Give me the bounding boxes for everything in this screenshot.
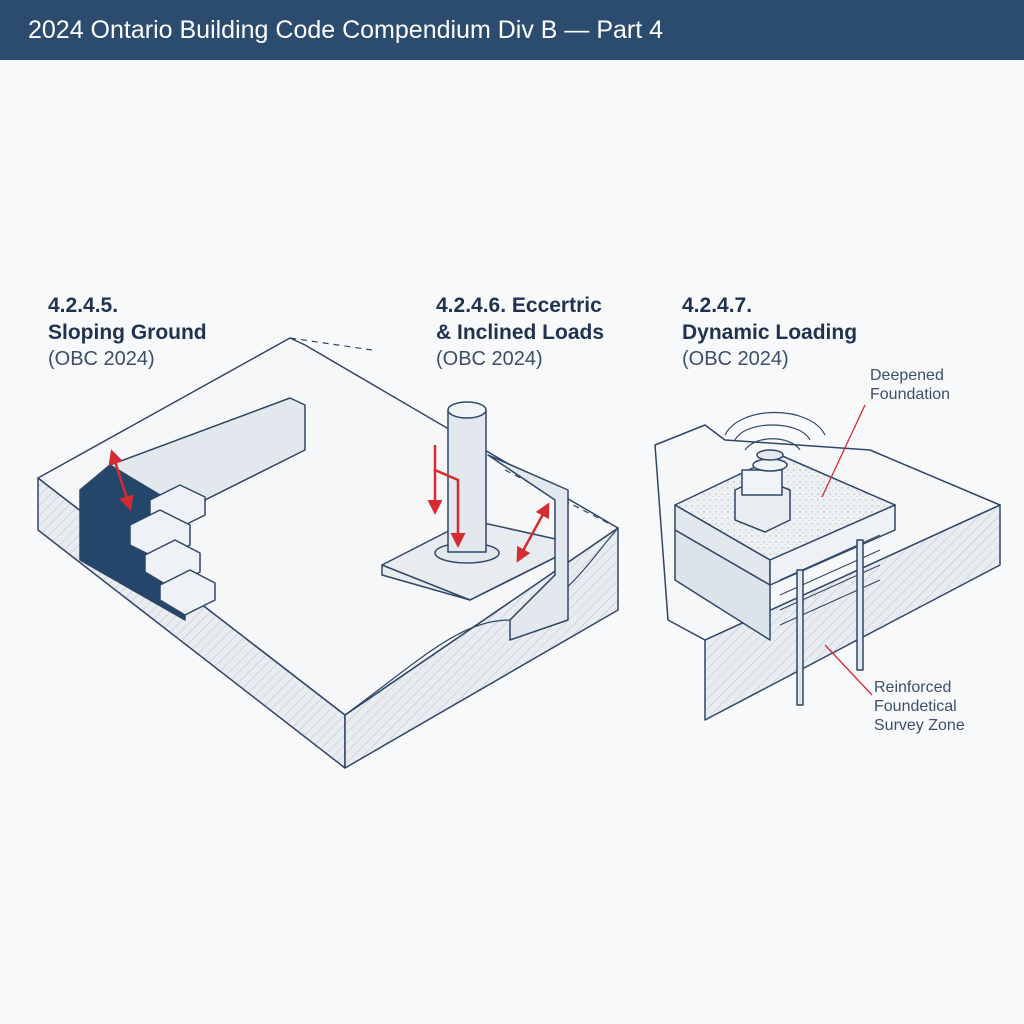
callout-reinforced-zone: Reinforced Foundetical Survey Zone [874,678,965,735]
section-subtitle: (OBC 2024) [682,348,789,370]
callout-line: Foundetical [874,698,957,715]
callout-line: Survey Zone [874,717,965,734]
section-label-sloping-ground: 4.2.4.5. Sloping Ground (OBC 2024) [48,292,207,373]
callout-line: Foundation [870,386,951,403]
dynamic-loading-foundation [654,411,1001,721]
section-title: & Inclined Loads [436,321,605,344]
load-arrows [108,445,550,563]
callout-line: Deepened [870,367,944,384]
section-label-dynamic-loading: 4.2.4.7. Dynamic Loading (OBC 2024) [682,292,857,373]
callout-line: Reinforced [874,679,952,696]
section-title: Dynamic Loading [682,321,858,344]
section-subtitle: (OBC 2024) [436,348,543,370]
callout-leaders [821,404,873,696]
section-number: 4.2.4.7. [682,294,753,317]
section-number: 4.2.4.5. [48,294,119,317]
section-number: 4.2.4.6. Eccertric [436,294,602,317]
section-label-eccentric-loads: 4.2.4.6. Eccertric & Inclined Loads (OBC… [436,292,604,373]
eccentric-load-footing [381,401,569,641]
callout-deepened-foundation: Deepened Foundation [870,366,950,404]
section-title: Sloping Ground [48,321,207,344]
section-subtitle: (OBC 2024) [48,348,155,370]
page-title: 2024 Ontario Building Code Compendium Di… [0,0,1024,60]
